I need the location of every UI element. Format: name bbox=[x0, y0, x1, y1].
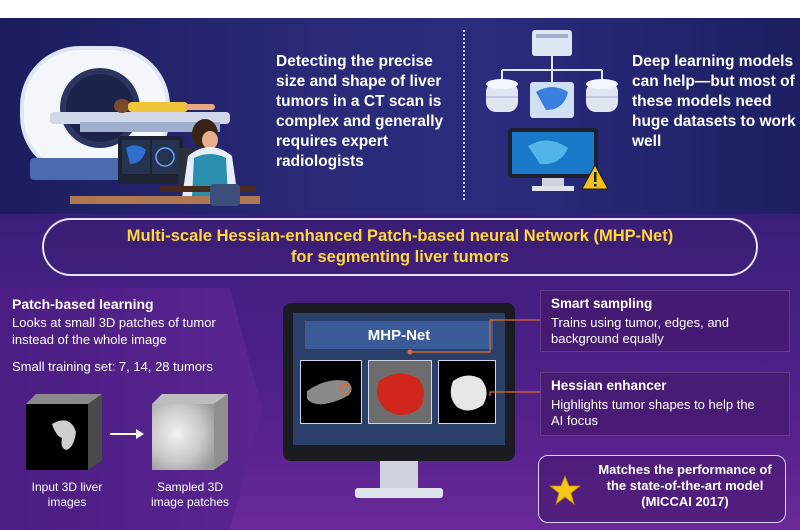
input-caption: Input 3D liver images bbox=[31, 480, 103, 509]
liver-slice-tile bbox=[300, 360, 362, 424]
liver-icon bbox=[536, 87, 568, 110]
ct-challenge-text: Detecting the precise size and shape of … bbox=[276, 53, 444, 170]
hessian-enhancer-desc: Highlights tumor shapes to help the AI f… bbox=[551, 397, 755, 428]
star-icon bbox=[549, 474, 581, 506]
performance-text: Matches the performance of the state-of-… bbox=[598, 462, 772, 509]
segmentation-tile bbox=[368, 360, 432, 424]
input-3d-cube bbox=[26, 394, 102, 470]
title-banner: Multi-scale Hessian-enhanced Patch-based… bbox=[42, 218, 758, 276]
warning-icon bbox=[581, 163, 609, 190]
title-line-2: for segmenting liver tumors bbox=[290, 248, 510, 266]
divider bbox=[463, 30, 465, 200]
hessian-enhancer-title: Hessian enhancer bbox=[551, 378, 667, 393]
patch-learning-desc: Looks at small 3D patches of tumor inste… bbox=[12, 315, 216, 347]
deep-learning-text: Deep learning models can help—but most o… bbox=[632, 53, 796, 150]
smart-sampling-box: Smart sampling Trains using tumor, edges… bbox=[540, 290, 790, 352]
hessian-tile bbox=[438, 360, 496, 424]
ct-scanner-icon bbox=[20, 46, 260, 206]
smart-sampling-desc: Trains using tumor, edges, and backgroun… bbox=[551, 315, 730, 346]
sampled-caption: Sampled 3D image patches bbox=[150, 480, 230, 509]
mhp-net-label: MHP-Net bbox=[305, 321, 493, 349]
arrow-right-icon bbox=[110, 429, 144, 439]
server-icon bbox=[486, 30, 618, 191]
sampled-3d-cube bbox=[152, 394, 228, 470]
monitor-neck bbox=[380, 461, 418, 491]
smart-sampling-title: Smart sampling bbox=[551, 296, 653, 311]
performance-box: Matches the performance of the state-of-… bbox=[538, 455, 786, 523]
connector-lines bbox=[407, 319, 540, 396]
training-set-text: Small training set: 7, 14, 28 tumors bbox=[12, 359, 213, 374]
monitor-base bbox=[355, 488, 443, 498]
title-line-1: Multi-scale Hessian-enhanced Patch-based… bbox=[126, 227, 674, 245]
hessian-enhancer-box: Hessian enhancer Highlights tumor shapes… bbox=[540, 372, 790, 436]
patch-learning-title: Patch-based learning bbox=[12, 296, 154, 312]
top-strip bbox=[0, 0, 800, 18]
